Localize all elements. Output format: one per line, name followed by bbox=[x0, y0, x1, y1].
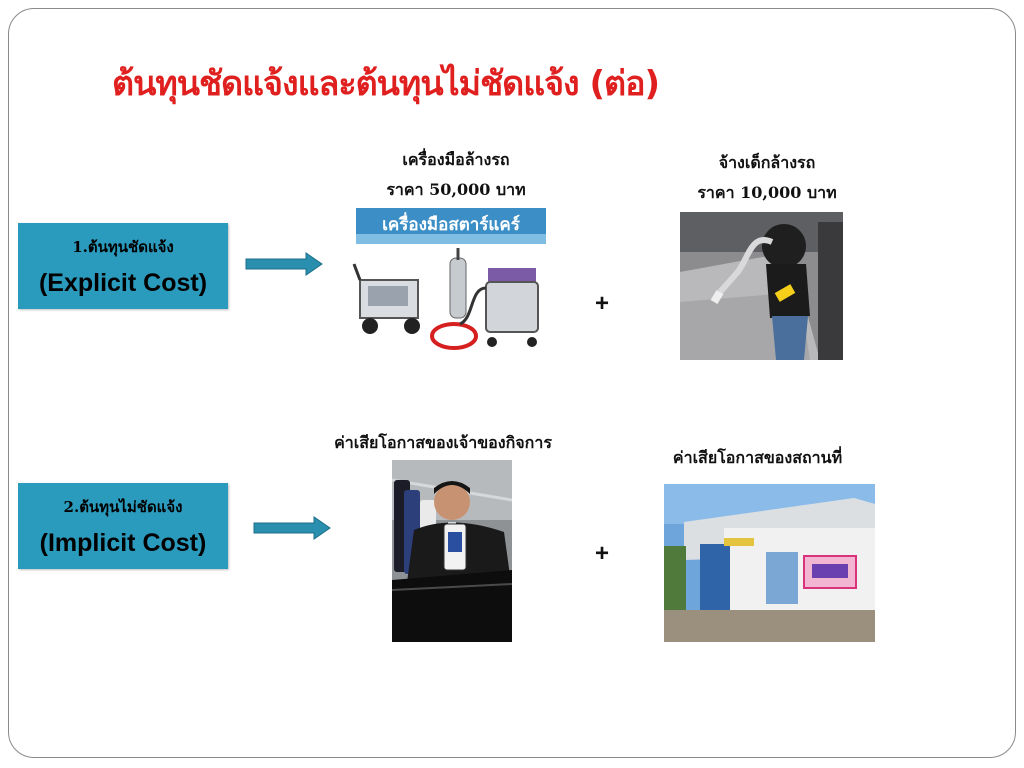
equipment-caption: เครื่องมือล้างรถ ราคา 50,000 บาท bbox=[346, 145, 566, 205]
equipment-price: ราคา 50,000 บาท bbox=[386, 180, 526, 199]
location-caption: ค่าเสียโอกาสของสถานที่ bbox=[650, 443, 865, 473]
arrow-right-icon bbox=[253, 516, 331, 540]
arrow-right-icon bbox=[245, 252, 323, 276]
slide-frame bbox=[8, 8, 1016, 758]
implicit-cost-label-en: (Implicit Cost) bbox=[39, 529, 207, 557]
business-owner-image bbox=[392, 460, 512, 642]
explicit-cost-label-th: 1.ต้นทุนชัดแจ้ง bbox=[72, 238, 174, 256]
location-opportunity-cost: ค่าเสียโอกาสของสถานที่ bbox=[672, 448, 843, 467]
labor-name: จ้างเด็กล้างรถ bbox=[718, 153, 816, 172]
slide-title: ต้นทุนชัดแจ้งและต้นทุนไม่ชัดแจ้ง (ต่อ) bbox=[112, 64, 660, 104]
plus-sign-2: + bbox=[595, 540, 610, 567]
explicit-cost-box: 1.ต้นทุนชัดแจ้ง (Explicit Cost) bbox=[18, 223, 228, 309]
equipment-banner-text: เครื่องมือสตาร์แคร์ bbox=[382, 212, 521, 235]
boy-vacuuming-car-image bbox=[680, 212, 843, 360]
owner-caption: ค่าเสียโอกาสของเจ้าของกิจการ bbox=[318, 428, 568, 458]
explicit-cost-label-en: (Explicit Cost) bbox=[38, 269, 208, 297]
owner-opportunity-cost: ค่าเสียโอกาสของเจ้าของกิจการ bbox=[334, 433, 552, 452]
labor-caption: จ้างเด็กล้างรถ ราคา 10,000 บาท bbox=[680, 148, 854, 208]
implicit-cost-box: 2.ต้นทุนไม่ชัดแจ้ง (Implicit Cost) bbox=[18, 483, 228, 569]
plus-sign-1: + bbox=[595, 290, 610, 317]
car-wash-equipment-image: เครื่องมือสตาร์แคร์ bbox=[350, 208, 552, 360]
equipment-name: เครื่องมือล้างรถ bbox=[402, 150, 510, 169]
implicit-cost-label-th: 2.ต้นทุนไม่ชัดแจ้ง bbox=[63, 498, 183, 516]
car-wash-shop-image bbox=[664, 484, 875, 642]
labor-price: ราคา 10,000 บาท bbox=[697, 183, 837, 202]
